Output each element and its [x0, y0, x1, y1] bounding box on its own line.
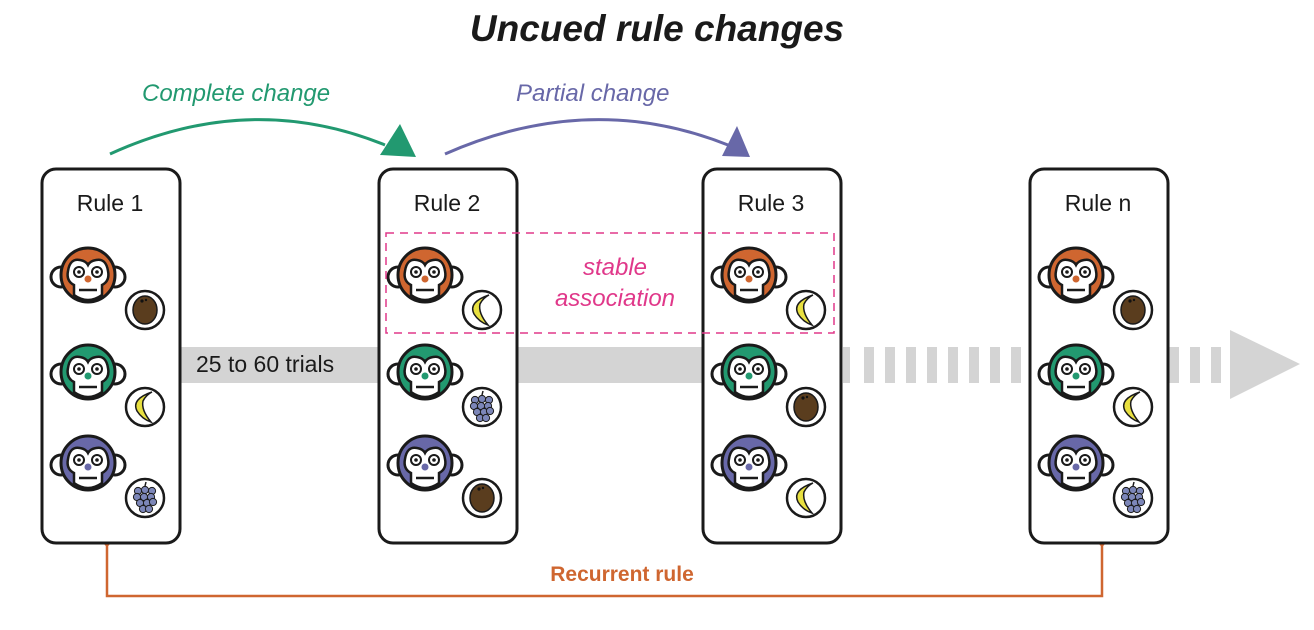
rule-1-title: Rule 1: [76, 190, 144, 216]
monkey-icon: [386, 434, 464, 492]
grapes-icon: [461, 386, 503, 428]
complete-change-arc: [109, 118, 386, 156]
timeline-arrowhead: [1230, 330, 1300, 399]
rule-3-title: Rule 3: [737, 190, 805, 216]
partial-change-arc: [444, 118, 729, 156]
coconut-icon: [461, 477, 503, 519]
monkey-icon: [49, 434, 127, 492]
coconut-icon: [1112, 289, 1154, 331]
partial-change-label: Partial change: [516, 80, 670, 107]
recurrent-rule-label: Recurrent rule: [550, 563, 694, 586]
coconut-icon: [124, 289, 166, 331]
diagram-title: Uncued rule changes: [469, 8, 845, 49]
grapes-icon: [124, 477, 166, 519]
monkey-icon: [386, 343, 464, 401]
banana-icon: [785, 289, 827, 331]
stable-association-line-1: stable: [582, 254, 648, 281]
monkey-icon: [1037, 246, 1115, 304]
rule-n-title: Rule n: [1064, 190, 1132, 216]
rule-panel-3: [701, 167, 843, 545]
banana-icon: [1112, 386, 1154, 428]
monkey-icon: [710, 246, 788, 304]
coconut-icon: [785, 386, 827, 428]
banana-icon: [785, 477, 827, 519]
rule-2-title: Rule 2: [413, 190, 481, 216]
monkey-icon: [386, 246, 464, 304]
rule-panel-4: [1028, 167, 1170, 545]
rule-panel-2: [377, 167, 519, 545]
monkey-icon: [1037, 434, 1115, 492]
stable-association-box: [385, 232, 835, 334]
stable-association-label: stable association: [540, 252, 690, 314]
monkey-icon: [710, 343, 788, 401]
complete-change-label: Complete change: [142, 80, 331, 107]
rule-panel-1: [40, 167, 182, 545]
monkey-icon: [49, 246, 127, 304]
grapes-icon: [1112, 477, 1154, 519]
timeline-dashes: [843, 347, 1221, 383]
monkey-icon: [49, 343, 127, 401]
banana-icon: [124, 386, 166, 428]
monkey-icon: [710, 434, 788, 492]
complete-change-arrowhead: [380, 124, 416, 157]
banana-icon: [461, 289, 503, 331]
trials-label: 25 to 60 trials: [196, 351, 335, 377]
stable-association-line-2: association: [554, 285, 676, 312]
partial-change-arrowhead: [722, 126, 750, 157]
monkey-icon: [1037, 343, 1115, 401]
